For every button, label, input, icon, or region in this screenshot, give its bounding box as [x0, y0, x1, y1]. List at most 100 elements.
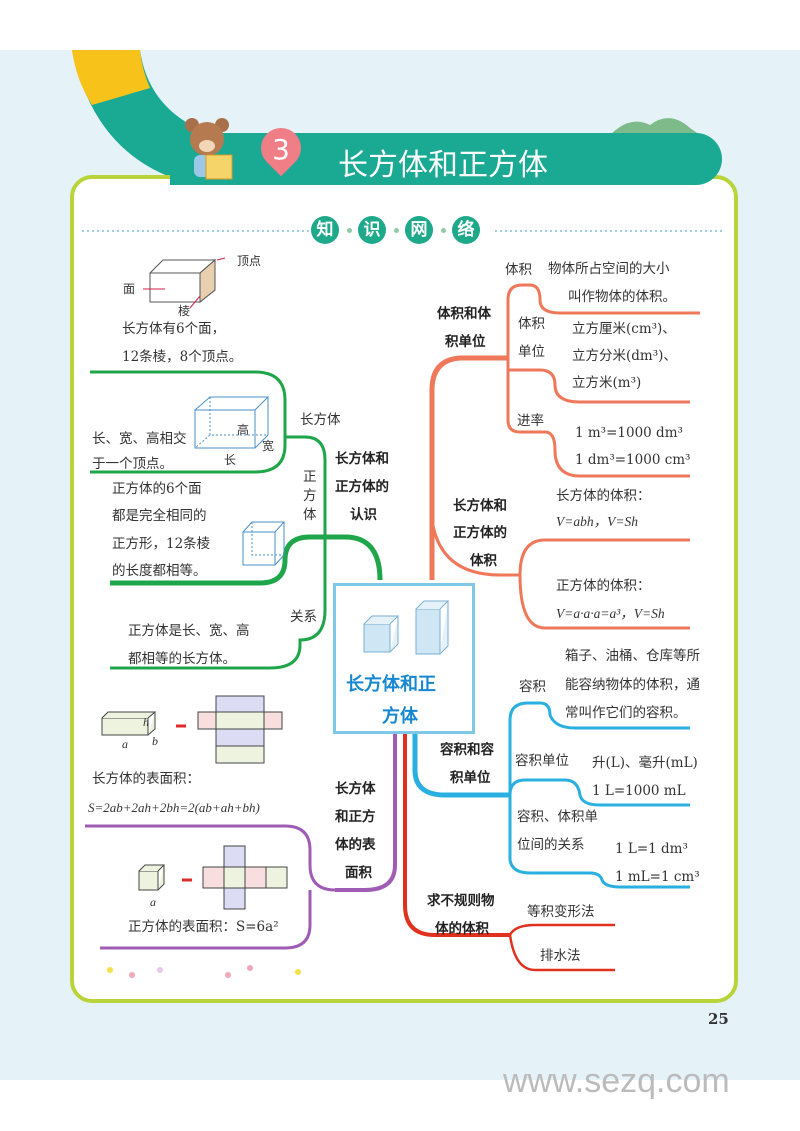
green-branch: [90, 370, 383, 670]
method: 等积变形法: [527, 904, 595, 920]
unit-relation: 1 mL=1 cm³: [615, 869, 700, 885]
cuboid-surface-formula: S=2ab+2ah+2bh=2(ab+ah+bh): [88, 800, 260, 815]
dot: [347, 228, 352, 233]
dot: [394, 228, 399, 233]
unit-label: 体积: [518, 316, 545, 332]
relation-label: 容积、体积单: [517, 809, 598, 825]
central-title-line2: 方体: [382, 706, 418, 727]
branch-title-surface: 长方体: [335, 781, 376, 797]
cube-label: 体: [303, 507, 317, 523]
var-h: h: [143, 715, 149, 729]
unit-label: 单位: [518, 344, 545, 360]
branch-title-volume-units: 体积和体: [437, 306, 491, 322]
red-branch: [403, 730, 615, 972]
label-height: 高: [237, 423, 250, 437]
volume-definition: 物体所占空间的大小: [548, 261, 670, 277]
label-vertex: 顶点: [237, 254, 262, 268]
unit-relation: 1 L=1 dm³: [615, 841, 688, 857]
branch-title-surface: 体的表: [335, 837, 376, 853]
label-length: 长: [224, 453, 237, 467]
cube-fact: 的长度都相等。: [112, 563, 207, 579]
cube-volume-label: 正方体的体积：: [556, 578, 651, 594]
branch-title-recognition: 认识: [350, 507, 377, 523]
branch-title-volume-units: 积单位: [445, 334, 486, 350]
capacity-unit: 升(L)、毫升(mL): [592, 755, 698, 771]
branch-title-irregular: 体的体积: [435, 921, 489, 937]
rate: 1 m³=1000 dm³: [575, 425, 683, 441]
branch-title-surface: 面积: [345, 865, 372, 881]
volume-unit: 立方分米(dm³)、: [572, 348, 677, 364]
branch-title-recognition: 正方体的: [335, 479, 389, 495]
rate: 1 dm³=1000 cm³: [575, 452, 691, 468]
cube-characters-icon: [363, 600, 450, 655]
branch-title-capacity: 容积和容: [440, 742, 494, 758]
relation-text: 正方体是长、宽、高: [128, 623, 250, 639]
label-width: 宽: [262, 439, 275, 453]
flowers-decoration: [107, 965, 301, 978]
relation-text: 都相等的长方体。: [128, 651, 236, 667]
cuboid-surface-label: 长方体的表面积：: [92, 771, 200, 787]
var-b: b: [152, 734, 158, 748]
cube-volume-formula: V=a·a·a=a³，V=Sh: [556, 606, 665, 621]
capacity-definition: 能容纳物体的体积，通: [565, 677, 700, 693]
capacity-label: 容积: [519, 679, 546, 695]
cube-label: 方: [303, 488, 317, 504]
page-number: 25: [708, 1010, 729, 1028]
cube-fact: 正方形，12条棱: [112, 536, 211, 552]
section-title-char: 知: [311, 216, 339, 244]
volume-unit: 立方厘米(cm³)、: [572, 321, 676, 337]
bear-reading-icon: [185, 118, 233, 180]
branch-title-irregular: 求不规则物: [427, 893, 495, 909]
cuboid-dims-text: 于一个顶点。: [92, 456, 173, 472]
branch-title-recognition: 长方体和: [335, 451, 389, 467]
cube-figure: [242, 521, 286, 566]
watermark: www.sezq.com: [503, 1062, 730, 1100]
var-a: a: [150, 895, 156, 909]
var-a: a: [122, 737, 128, 751]
orange-branch: [429, 283, 700, 630]
central-node: [333, 583, 475, 734]
cuboid-dims-figure: [194, 396, 270, 449]
chapter-title: 长方体和正方体: [338, 148, 548, 183]
branch-title-surface: 和正方: [335, 809, 376, 825]
purple-branch: [85, 730, 397, 950]
hills-decoration: [610, 118, 700, 135]
volume-label: 体积: [505, 262, 532, 278]
volume-definition: 叫作物体的体积。: [568, 289, 676, 305]
section-title-char: 网: [405, 216, 433, 244]
volume-unit: 立方米(m³): [572, 375, 642, 391]
branch-title-volume: 长方体和: [453, 498, 507, 514]
cuboid-net-figure: [101, 695, 283, 764]
rate-label: 进率: [517, 413, 544, 429]
capacity-unit: 1 L=1000 mL: [592, 783, 686, 799]
method: 排水法: [540, 948, 581, 964]
branch-title-volume: 正方体的: [453, 525, 507, 541]
cuboid-figure: [143, 257, 226, 309]
cuboid-dims-text: 长、宽、高相交: [92, 431, 187, 447]
label-edge: 棱: [178, 304, 191, 318]
cube-surface-formula: 正方体的表面积：S=6a²: [128, 919, 279, 935]
relation-label: 关系: [290, 609, 317, 625]
cube-net-figure: [138, 845, 288, 910]
cuboid-fact: 12条棱，8个顶点。: [122, 349, 243, 365]
section-title-char: 络: [452, 216, 480, 244]
branch-title-volume: 体积: [470, 553, 497, 569]
dot: [441, 228, 446, 233]
blue-branch: [412, 701, 690, 889]
cuboid-fact: 长方体有6个面，: [122, 321, 226, 337]
cube-fact: 都是完全相同的: [112, 508, 207, 524]
section-title-char: 识: [358, 216, 386, 244]
chapter-number: 3: [272, 133, 290, 166]
label-face: 面: [123, 282, 136, 296]
cuboid-volume-formula: V=abh，V=Sh: [556, 514, 638, 529]
capacity-unit-label: 容积单位: [515, 753, 569, 769]
cuboid-volume-label: 长方体的体积：: [556, 488, 651, 504]
branch-title-capacity: 积单位: [450, 770, 491, 786]
central-title-line1: 长方体和正: [346, 674, 436, 695]
cuboid-label: 长方体: [300, 412, 341, 428]
cube-fact: 正方体的6个面: [112, 481, 202, 497]
relation-label: 位间的关系: [517, 837, 585, 853]
capacity-definition: 箱子、油桶、仓库等所: [565, 648, 700, 664]
